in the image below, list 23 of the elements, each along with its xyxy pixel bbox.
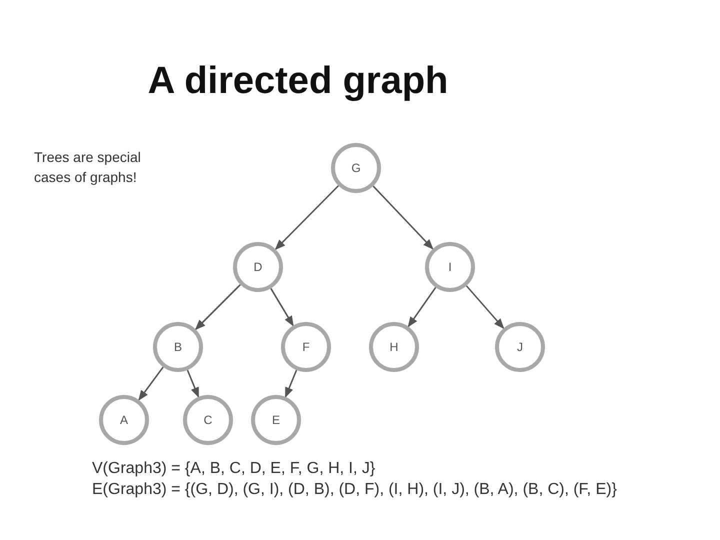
graph-node: H [369,322,419,372]
arrow [274,185,339,250]
slide-title: A directed graph [146,60,450,103]
set-notation-text: E(Graph3) = {(G, D), (G, I), (D, B), (D, F), (I, H), (I, J), (B, A), (B, C), (F, E)} [92,480,618,500]
arrow [270,288,294,326]
set-notation-text: V(Graph3) = {A, B, C, D, E, F, G, H, I, J} [92,459,376,479]
graph-node: B [153,322,203,372]
arrow [284,370,298,398]
graph-node: A [99,395,149,445]
arrow [408,287,436,328]
graph-node: D [233,242,283,292]
note-text: Trees are special cases of graphs! [34,148,142,187]
graph-node: C [183,395,233,445]
graph-node: E [251,395,301,445]
arrow [138,366,164,401]
graph-node: F [281,322,331,372]
graph-node: J [495,322,545,372]
graph-node: I [425,242,475,292]
arrow [372,186,434,250]
arrow [466,285,504,329]
graph-node: G [331,143,381,193]
arrow [194,284,241,330]
arrow [186,370,200,398]
